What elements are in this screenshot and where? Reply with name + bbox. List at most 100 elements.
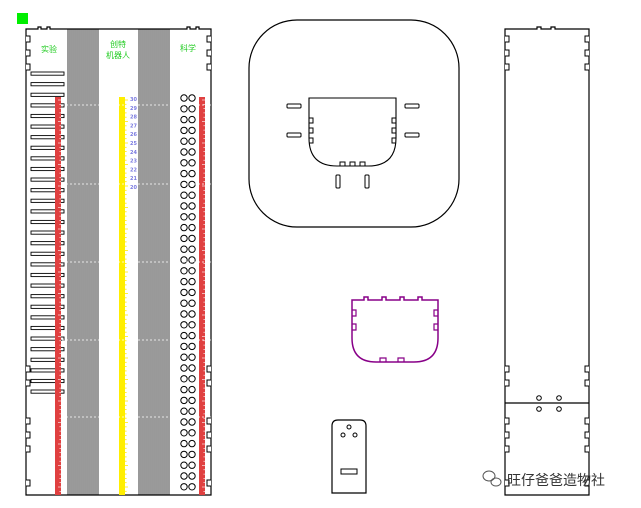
slot [30, 230, 65, 235]
slot [30, 145, 65, 150]
slot [30, 177, 65, 182]
yellow-rule [119, 97, 125, 495]
edge-tab [505, 35, 510, 43]
tall-board-hole [536, 406, 542, 412]
hole [188, 267, 196, 275]
slot [30, 262, 65, 267]
slot [30, 347, 65, 352]
slot [30, 378, 65, 384]
hole [188, 137, 196, 145]
hole [180, 256, 188, 264]
scale-number: 20 [130, 185, 137, 191]
hole [180, 439, 188, 448]
hole [180, 148, 188, 156]
slot [30, 209, 65, 214]
hole [180, 234, 188, 243]
slot [30, 166, 65, 172]
hole [188, 461, 196, 469]
scale-number: 21 [130, 176, 137, 182]
watermark: 旺仔爸爸造物社 [482, 470, 605, 489]
edge-tab [505, 431, 510, 439]
slot [30, 336, 65, 341]
edge-tab [584, 379, 589, 387]
hole [188, 353, 196, 361]
edge-tab [505, 49, 510, 57]
edge-tab [26, 479, 31, 487]
scale-number: 27 [130, 123, 137, 129]
tall-board-edge-tabs [505, 35, 589, 487]
hole [180, 321, 188, 329]
edge-tab [505, 365, 510, 373]
edge-tab [26, 365, 31, 373]
hole [188, 429, 196, 437]
small-tab-hole [340, 432, 346, 438]
slot [30, 304, 65, 309]
hole [188, 342, 196, 351]
hole [180, 396, 188, 405]
purple-bracket [351, 296, 439, 363]
watermark-text: 旺仔爸爸造物社 [507, 473, 605, 489]
ruler-board-outline [25, 26, 212, 496]
edge-tab [206, 479, 211, 487]
slot [30, 315, 65, 320]
small-tab [331, 419, 367, 494]
slot [30, 156, 65, 161]
red-rule-ticks [202, 99, 205, 492]
edge-tab [206, 431, 211, 439]
hole [188, 364, 196, 372]
hole [180, 159, 188, 167]
hole [188, 234, 196, 243]
hole [180, 115, 188, 124]
small-tab-slot [340, 468, 358, 475]
hole [188, 202, 196, 210]
hole [188, 321, 196, 329]
slot [30, 124, 65, 129]
edge-tab [505, 417, 510, 425]
hole [188, 450, 196, 459]
plate-cutout-notches [309, 117, 396, 166]
hole [188, 396, 196, 405]
slot [30, 135, 65, 140]
hole [180, 450, 188, 459]
scale-number: 25 [130, 141, 137, 147]
hole [188, 105, 196, 113]
hole [180, 429, 188, 437]
hole [180, 375, 188, 383]
ruler-board-edge-tabs [26, 35, 211, 487]
hole-column [180, 94, 196, 491]
hole [188, 94, 196, 102]
hole [188, 126, 196, 135]
hole [188, 407, 196, 415]
slot [30, 241, 65, 246]
hole [180, 407, 188, 415]
hole [180, 342, 188, 351]
tall-board-hole [556, 406, 562, 412]
hole [180, 461, 188, 469]
label-middle-line1: 创特 [110, 39, 126, 49]
hole [188, 191, 196, 199]
hole [180, 353, 188, 361]
scale-number: 29 [130, 106, 137, 112]
scale-number: 26 [130, 132, 137, 138]
slot [30, 92, 65, 97]
edge-tab [584, 417, 589, 425]
edge-tab [505, 63, 510, 71]
red-rule-ticks [58, 99, 61, 492]
edge-tab [584, 365, 589, 373]
hole [180, 191, 188, 199]
hole [188, 277, 196, 286]
slot-column [30, 71, 65, 394]
edge-tab [584, 35, 589, 43]
edge-tab [584, 49, 589, 57]
edge-tab [26, 417, 31, 425]
hole [180, 385, 188, 394]
scale-number: 30 [130, 97, 137, 103]
small-tab-outline [331, 419, 367, 494]
hole [180, 418, 188, 426]
hole [180, 105, 188, 113]
hole [180, 483, 188, 491]
tall-board-hole [536, 395, 542, 401]
tall-board-hole [556, 395, 562, 401]
